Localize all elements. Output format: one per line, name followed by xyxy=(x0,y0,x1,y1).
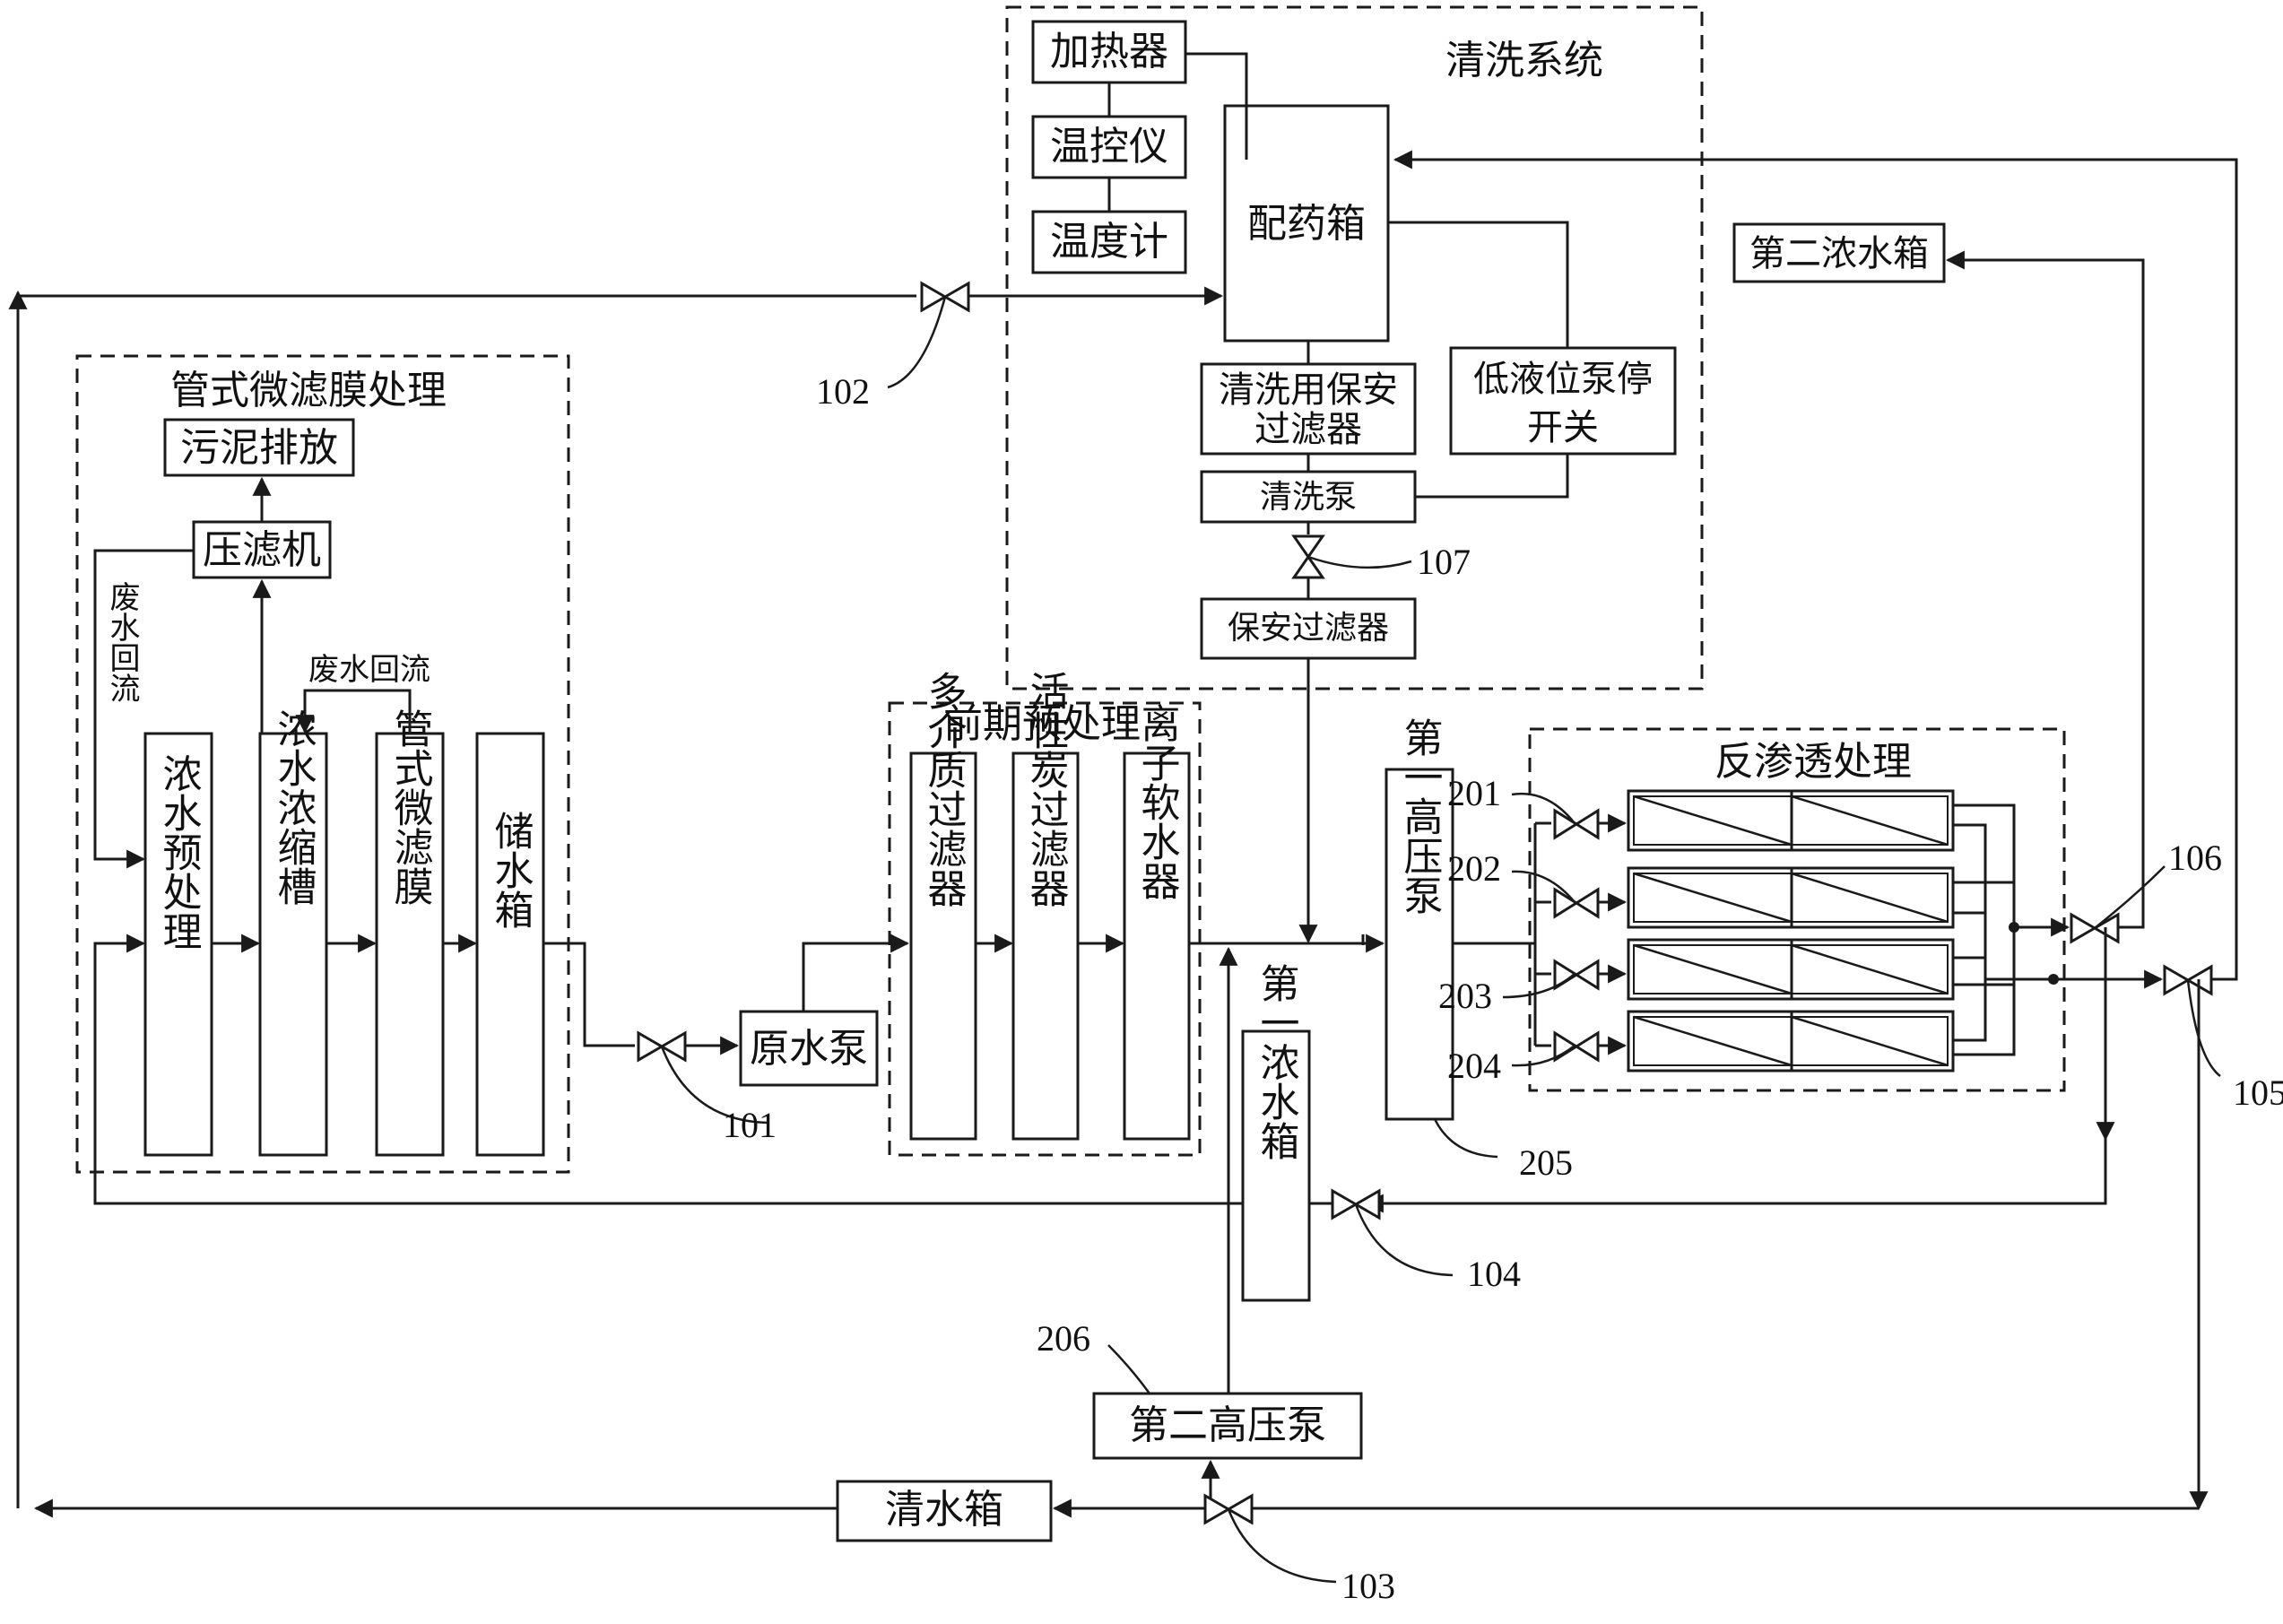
valve-204 xyxy=(1553,1030,1600,1063)
concentrate-pretreatment-box xyxy=(143,732,213,1157)
raw-water-pump-box xyxy=(739,1010,879,1087)
label-202: 202 xyxy=(1447,848,1501,889)
ro-membrane-modules xyxy=(1627,789,1955,1073)
first-concentrate-tank-label: 第一浓水箱 xyxy=(1254,963,1299,1160)
storage-tank-box xyxy=(475,732,545,1157)
heater-label: 加热器 xyxy=(1050,29,1168,74)
pretreatment-title: 前期预处理 xyxy=(943,701,1141,747)
cleaning-system-title: 清洗系统 xyxy=(1445,38,1603,83)
second-concentrate-tank-box xyxy=(1732,222,1946,283)
ro-membrane-3 xyxy=(1627,938,1955,1001)
svg-text:第一高压泵: 第一高压泵 xyxy=(1397,717,1443,915)
second-hp-pump-label: 第二高压泵 xyxy=(1129,1403,1326,1448)
first-hp-pump-label: 第一高压泵 xyxy=(1397,717,1443,915)
clean-water-tank-label: 清水箱 xyxy=(885,1487,1003,1533)
sludge-discharge-label: 污泥排放 xyxy=(180,425,338,471)
svg-text:多介质过滤器: 多介质过滤器 xyxy=(921,671,967,908)
label-103: 103 xyxy=(1341,1566,1395,1606)
svg-text:浓水预处理: 浓水预处理 xyxy=(156,753,202,951)
multimedia-filter-label: 多介质过滤器 xyxy=(921,671,967,908)
low-level-switch-label-2: 开关 xyxy=(1527,407,1599,448)
svg-text:储水箱: 储水箱 xyxy=(488,811,534,929)
label-104: 104 xyxy=(1467,1254,1521,1294)
low-level-switch-box xyxy=(1449,346,1677,456)
cleaning-security-filter-label-1: 清洗用保安 xyxy=(1219,369,1398,411)
security-filter-box xyxy=(1200,597,1417,660)
valve-201 xyxy=(1553,808,1600,840)
concentrate-tank-slot-label: 浓水浓缩槽 xyxy=(271,708,317,906)
first-concentrate-tank-box xyxy=(1241,1029,1311,1302)
pretreatment-group xyxy=(888,701,1202,1157)
sludge-discharge-box xyxy=(163,418,355,477)
svg-text:管式微滤膜: 管式微滤膜 xyxy=(387,708,434,906)
svg-text:废水回流: 废水回流 xyxy=(104,581,140,703)
reverse-osmosis-group xyxy=(1528,727,2066,1092)
clean-water-tank-box xyxy=(836,1480,1053,1542)
cleaning-pump-label: 清洗泵 xyxy=(1260,479,1357,516)
activated-carbon-filter-label: 活性炭过滤器 xyxy=(1023,671,1069,908)
svg-text:活性炭过滤器: 活性炭过滤器 xyxy=(1023,671,1069,908)
wastewater-return-horizontal-label: 废水回流 xyxy=(308,652,430,688)
ro-inlet-branches xyxy=(1535,808,1628,1063)
ion-softener-box xyxy=(1123,751,1191,1141)
cleaning-security-filter-box xyxy=(1200,362,1417,456)
tubular-mf-label: 管式微滤膜 xyxy=(387,708,434,906)
svg-text:第一浓水箱: 第一浓水箱 xyxy=(1254,963,1299,1160)
microfiltration-group xyxy=(75,354,570,1174)
ro-membrane-4 xyxy=(1627,1010,1955,1073)
label-204: 204 xyxy=(1447,1046,1501,1086)
label-203: 203 xyxy=(1438,976,1492,1016)
ro-outlet-piping xyxy=(1953,803,2164,1056)
ro-membrane-1 xyxy=(1627,789,1955,852)
label-205: 205 xyxy=(1519,1142,1573,1183)
concentrate-pretreatment-label: 浓水预处理 xyxy=(156,753,202,951)
thermometer-box xyxy=(1031,210,1187,274)
label-101: 101 xyxy=(723,1105,777,1145)
label-105: 105 xyxy=(2233,1073,2283,1113)
wastewater-return-vertical-label: 废水回流 xyxy=(104,581,140,703)
cleaning-security-filter-label-2: 过滤器 xyxy=(1254,409,1362,450)
filter-press-box xyxy=(192,520,332,579)
ion-softener-label: 离子软水器 xyxy=(1134,703,1180,900)
label-102: 102 xyxy=(816,371,870,412)
valve-202 xyxy=(1553,887,1600,919)
ro-membrane-2 xyxy=(1627,866,1955,929)
label-201: 201 xyxy=(1447,773,1501,813)
cleaning-system-group xyxy=(1005,5,1704,690)
multimedia-filter-box xyxy=(909,751,977,1141)
second-concentrate-tank-label: 第二浓水箱 xyxy=(1749,233,1929,274)
raw-water-pump-label: 原水泵 xyxy=(750,1026,868,1072)
svg-text:离子软水器: 离子软水器 xyxy=(1134,703,1180,900)
svg-text:浓水浓缩槽: 浓水浓缩槽 xyxy=(271,708,317,906)
label-206: 206 xyxy=(1037,1318,1090,1359)
label-106: 106 xyxy=(2168,838,2222,878)
storage-tank-label: 储水箱 xyxy=(488,811,534,929)
dosing-tank-label: 配药箱 xyxy=(1247,201,1366,247)
low-level-switch-label-1: 低液位泵停 xyxy=(1473,359,1653,400)
activated-carbon-filter-box xyxy=(1011,751,1080,1141)
concentrate-tank-slot-box xyxy=(258,732,328,1157)
security-filter-label: 保安过滤器 xyxy=(1228,610,1389,647)
filter-press-label: 压滤机 xyxy=(203,527,321,573)
thermostat-label: 温控仪 xyxy=(1050,124,1168,169)
thermostat-box xyxy=(1031,115,1187,179)
second-hp-pump-box xyxy=(1092,1392,1363,1460)
thermometer-label: 温度计 xyxy=(1050,219,1168,265)
label-107: 107 xyxy=(1417,542,1471,582)
reverse-osmosis-title: 反渗透处理 xyxy=(1714,739,1912,785)
microfiltration-title: 管式微滤膜处理 xyxy=(170,368,447,413)
